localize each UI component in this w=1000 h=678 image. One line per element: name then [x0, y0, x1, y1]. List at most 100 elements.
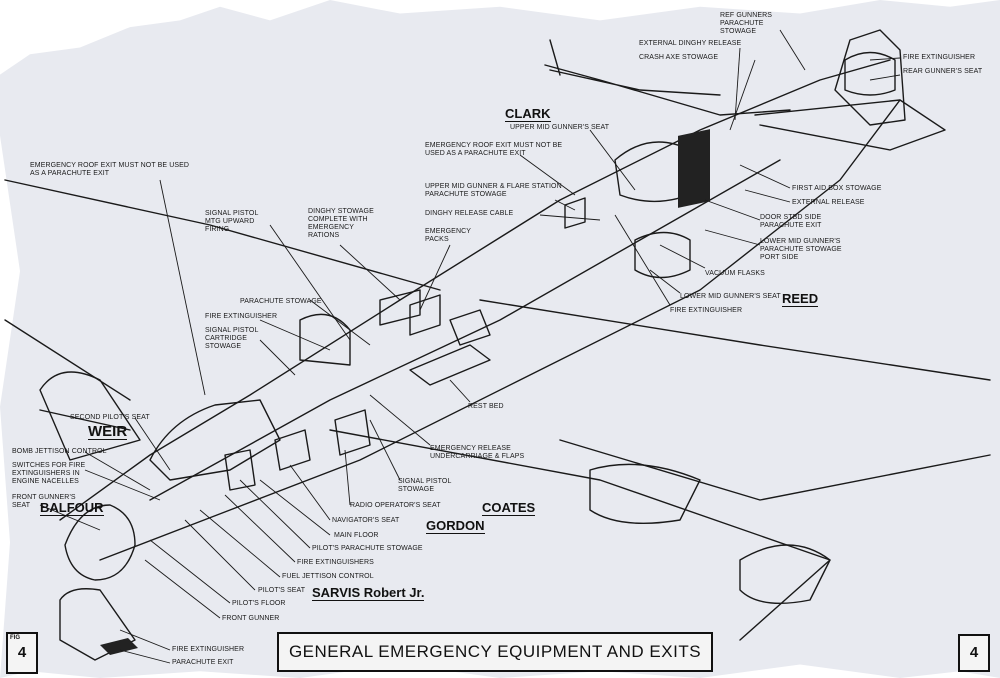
leader-fuel-jettison [199, 509, 281, 578]
rear-door [678, 129, 710, 208]
label-bomb-jettison: BOMB JETTISON CONTROL [12, 448, 107, 455]
leader-rear-gunner-parachute [779, 29, 806, 71]
leader-dinghy-stowage [339, 244, 401, 301]
leader-rest-bed [449, 379, 471, 403]
label-signal-pistol-stowage: SIGNAL PISTOL STOWAGE [398, 478, 452, 493]
leader-dinghy-release [734, 47, 741, 121]
leader-external-release [744, 189, 791, 203]
fuselage-centre-line [149, 159, 781, 501]
label-dinghy-stowage: DINGHY STOWAGE COMPLETE WITH EMERGENCY R… [308, 208, 374, 239]
leader-first-aid [739, 164, 791, 189]
leader-upper-mid-flare [554, 199, 576, 211]
leader-pilots-seat [184, 519, 256, 591]
starboard-wing [329, 299, 991, 641]
label-pilots-parachute: PILOT'S PARACHUTE STOWAGE [312, 545, 423, 552]
leader-nav-seat [289, 464, 331, 521]
label-rear-gunners-parachute: REF GUNNERS PARACHUTE STOWAGE [720, 12, 773, 35]
leader-rear-seat [869, 74, 901, 81]
crew-name-clark: CLARK [505, 106, 551, 122]
radio-operator-seat [334, 409, 371, 456]
crew-name-gordon: GORDON [426, 518, 485, 534]
leader-radio-seat [344, 449, 351, 506]
crew-name-sarvis: SARVIS Robert Jr. [312, 585, 425, 601]
label-roof-exit-mid: EMERGENCY ROOF EXIT MUST NOT BE USED AS … [425, 142, 563, 157]
leader-fire-extinguishers [224, 494, 296, 563]
tail-fin [834, 29, 906, 126]
leader-vacuum [659, 244, 706, 269]
leader-fire-switches [84, 469, 161, 501]
leader-crash-axe [729, 59, 756, 131]
leader-signal-pistol-mtg [269, 224, 351, 341]
navigator-seat [274, 429, 311, 471]
label-parachute-stowage: PARACHUTE STOWAGE [240, 298, 322, 305]
label-parachute-exit: PARACHUTE EXIT [172, 659, 234, 666]
diagram-title: GENERAL EMERGENCY EQUIPMENT AND EXITS [277, 632, 713, 672]
leader-signal-cartridge [259, 339, 296, 376]
leader-emergency-packs [419, 244, 451, 311]
cockpit-canopy [149, 399, 281, 481]
label-rest-bed: REST BED [468, 403, 504, 410]
leader-emergency-release [369, 394, 431, 446]
label-front-gunner: FRONT GUNNER [222, 615, 280, 622]
leader-fire-ext-front [259, 319, 331, 351]
label-second-pilot-seat: SECOND PILOT'S SEAT [70, 414, 150, 421]
leader-lower-mid-seat [649, 269, 681, 294]
label-first-aid: FIRST AID BOX STOWAGE [792, 185, 882, 192]
leader-second-pilot [134, 417, 171, 471]
crew-name-coates: COATES [482, 500, 536, 516]
leader-fire-ext-rear [869, 57, 901, 61]
label-signal-pistol-mtg: SIGNAL PISTOL MTG UPWARD FIRING [205, 210, 259, 233]
label-navigators-seat: NAVIGATOR'S SEAT [332, 517, 400, 524]
leader-upper-mid-seat [589, 129, 636, 191]
label-fire-extinguisher-rear: FIRE EXTINGUISHER [903, 54, 976, 61]
crew-name-reed: REED [782, 291, 819, 307]
port-wing [4, 179, 441, 431]
leader-parachute-stowage [309, 299, 371, 346]
nose-turret [64, 504, 136, 581]
mid-lower-turret [634, 231, 691, 279]
starboard-outer-engine [739, 544, 831, 605]
label-radio-operator-seat: RADIO OPERATOR'S SEAT [350, 502, 441, 509]
crew-name-weir: WEIR [88, 423, 128, 440]
label-fuel-jettison: FUEL JETTISON CONTROL [282, 573, 374, 580]
label-upper-mid-flare: UPPER MID GUNNER & FLARE STATION PARACHU… [425, 183, 562, 198]
figure-number-right: 4 [958, 634, 990, 672]
leader-roof-exit-front [159, 179, 206, 396]
flare-stowage [564, 197, 586, 229]
label-vacuum-flasks: VACUUM FLASKS [705, 270, 765, 277]
tail-plane [544, 39, 946, 151]
label-lower-mid-seat: LOWER MID GUNNER'S SEAT [680, 293, 781, 300]
leader-pilots-parachute [239, 479, 311, 549]
seat-mid-2 [409, 294, 441, 336]
leader-main-floor [259, 479, 331, 536]
port-outer-engine [299, 313, 351, 366]
label-external-release: EXTERNAL RELEASE [792, 199, 865, 206]
label-fire-extinguisher-front: FIRE EXTINGUISHER [205, 313, 278, 320]
figure-prefix: FIG [10, 635, 20, 641]
crew-name-balfour: BALFOUR [40, 500, 104, 516]
label-signal-cartridge: SIGNAL PISTOL CARTRIDGE STOWAGE [205, 327, 259, 350]
label-pilots-floor: PILOT'S FLOOR [232, 600, 286, 607]
figure-number-left: FIG 4 [6, 632, 38, 674]
leader-door-exit [704, 199, 761, 221]
leader-signal-stowage [369, 419, 401, 481]
label-rear-gunners-seat: REAR GUNNER'S SEAT [903, 68, 983, 75]
leader-front-gunner [144, 559, 221, 619]
label-fire-switches: SWITCHES FOR FIRE EXTINGUISHERS IN ENGIN… [12, 462, 86, 485]
label-fire-extinguisher-mid: FIRE EXTINGUISHER [670, 307, 743, 314]
label-pilots-seat: PILOT'S SEAT [258, 587, 306, 594]
fuselage-bottom-line [99, 99, 901, 561]
leader-dinghy-cable [539, 214, 601, 221]
leader-bomb-jettison [84, 451, 151, 491]
label-door-exit: DOOR STBD SIDE PARACHUTE EXIT [760, 214, 822, 229]
leader-roof-exit-mid [519, 154, 576, 196]
label-main-floor: MAIN FLOOR [334, 532, 379, 539]
label-roof-exit-front: EMERGENCY ROOF EXIT MUST NOT BE USED AS … [30, 162, 190, 177]
leader-fire-ext-nose [119, 629, 171, 651]
seat-mid-1 [449, 309, 491, 346]
leader-front-gunner-seat [39, 504, 101, 531]
label-emergency-release: EMERGENCY RELEASE UNDERCARRIAGE & FLAPS [430, 445, 525, 460]
starboard-inner-engine [589, 463, 701, 524]
port-inner-engine [39, 371, 141, 461]
